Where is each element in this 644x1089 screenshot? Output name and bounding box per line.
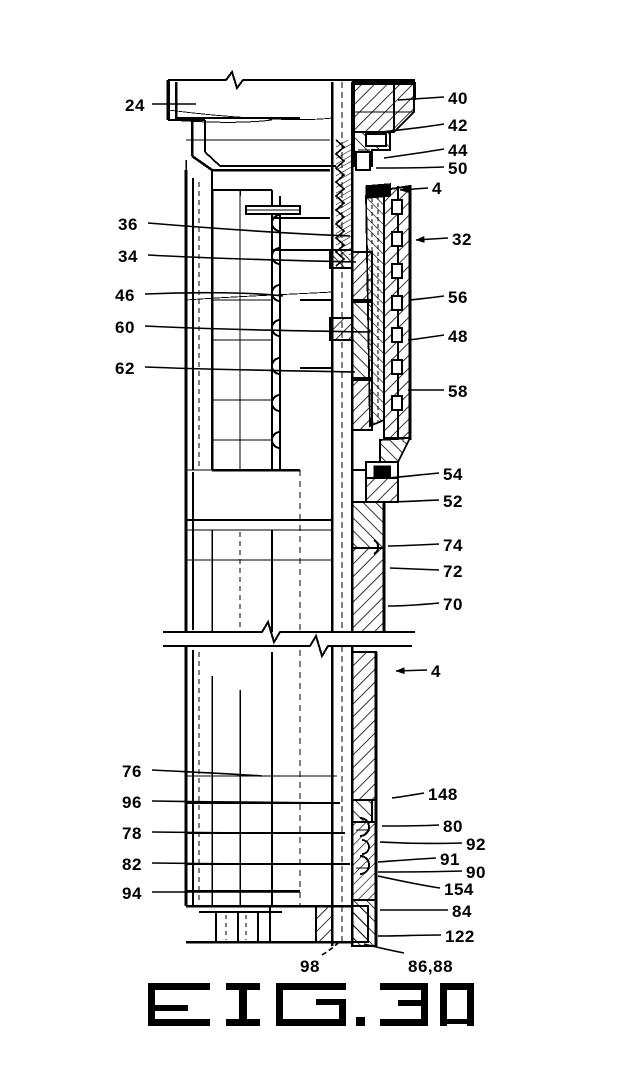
ref-56: 56 — [448, 288, 468, 307]
ref-60: 60 — [115, 318, 135, 337]
ref-70: 70 — [443, 595, 463, 614]
ref-72: 72 — [443, 562, 463, 581]
ref-91: 91 — [440, 850, 460, 869]
ref-74: 74 — [443, 536, 463, 555]
ref-54: 54 — [443, 465, 463, 484]
figure-caption-container — [140, 975, 480, 1035]
ref-4b: 4 — [431, 662, 441, 681]
leader-lines-bottom — [321, 942, 405, 956]
ref-32: 32 — [452, 230, 472, 249]
ref-94: 94 — [122, 884, 142, 903]
ref-52: 52 — [443, 492, 463, 511]
ref-36: 36 — [118, 215, 138, 234]
ref-154: 154 — [444, 880, 474, 899]
ref-24: 24 — [125, 96, 145, 115]
ref-92: 92 — [466, 835, 486, 854]
ref-122: 122 — [445, 927, 475, 946]
ref-90: 90 — [466, 863, 486, 882]
ref-40: 40 — [448, 89, 468, 108]
ref-58: 58 — [448, 382, 468, 401]
ref-148: 148 — [428, 785, 458, 804]
ref-46: 46 — [115, 286, 135, 305]
ref-50: 50 — [448, 159, 468, 178]
leader-lines-right — [371, 96, 463, 937]
ref-86-88: 86,88 — [408, 957, 454, 976]
ref-80: 80 — [443, 817, 463, 836]
ref-34: 34 — [118, 247, 138, 266]
ref-98: 98 — [300, 957, 320, 976]
figure-caption-art — [148, 983, 474, 1026]
ref-96: 96 — [122, 793, 142, 812]
ref-82: 82 — [122, 855, 142, 874]
ref-78: 78 — [122, 824, 142, 843]
ref-48: 48 — [448, 327, 468, 346]
ref-42: 42 — [448, 116, 468, 135]
ref-62: 62 — [115, 359, 135, 378]
ref-44: 44 — [448, 141, 468, 160]
ref-4a: 4 — [432, 179, 442, 198]
ref-84: 84 — [452, 902, 472, 921]
leader-lines-left — [144, 103, 371, 893]
ref-76: 76 — [122, 762, 142, 781]
